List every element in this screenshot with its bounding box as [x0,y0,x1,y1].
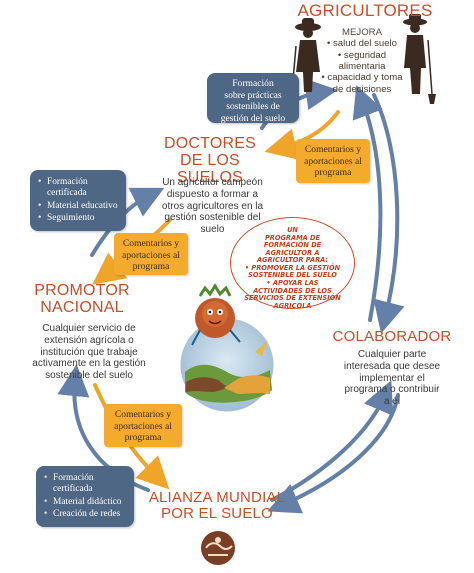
desc-line: suelo [200,224,225,236]
box-line: Comentarios y [114,409,172,420]
box-line: Comentarios y [304,144,362,155]
agricultores-improvements: MEJORA • salud del suelo • seguridad ali… [312,27,412,95]
list-item: Creación de redes [44,509,128,521]
alianza-title-line: ALIANZA MUNDIAL [148,489,286,506]
comentarios-box-doctores: Comentarios y aportaciones al programa [114,233,188,275]
alianza-title-line: POR EL SUELO [161,504,273,522]
comentarios-box-promotor: Comentarios y aportaciones al programa [104,404,182,447]
desc-line: activamente en la gestión [32,358,146,370]
improvement-item: • salud del suelo [326,38,398,50]
box-line: Comentarios y [122,238,180,249]
farmer-man-icon [403,14,436,104]
bubble-line: AGRICULTOR PARA: [256,256,329,265]
handshake-icon [186,340,270,394]
box-line: sobre prácticas [224,89,282,101]
desc-line: a él [383,396,401,408]
box-line: programa [132,261,170,272]
doctores-title-line: DE LOS SUELOS [176,151,244,186]
box-line: programa [124,432,162,443]
bubble-line: SOSTENIBLE DEL SUELO [248,271,337,280]
desc-line: Cualquier parte [357,349,427,360]
bubble-line: AGRÍCOLA [273,301,312,310]
promotor-title-line: PROMOTOR [34,282,130,299]
box-line: aportaciones al [122,249,180,261]
bubble-line: FORMACIÓN DE AGRICULTOR A [263,241,322,257]
doctores-support-list: Formación certificada Material educativo… [30,170,126,232]
desc-line: Cualquier servicio de [42,323,136,334]
arrow-agricultores-to-colaborador [372,93,405,334]
improves-heading: MEJORA [342,27,382,38]
alianza-title: ALIANZA MUNDIAL POR EL SUELO [142,490,292,522]
desc-line: extensión agrícola o [44,334,134,346]
desc-line: dispuesto a formar a [166,188,259,200]
desc-line: otros agricultores en la [161,200,264,212]
agricultores-title: AGRICULTORES [297,1,433,20]
improvement-item: • capacidad y toma [321,72,403,84]
promotor-title: PROMOTOR NACIONAL [22,282,142,317]
improvement-item: alimentaria [338,60,386,72]
improvement-item: de decisiones [332,83,392,95]
box-line: sostenibles de [226,101,280,112]
bubble-line: • APOYAR LAS ACTIVIDADES DE LOS [253,279,332,295]
desc-line: institución que trabaje [40,346,138,358]
program-speech-bubble: UN PROGRAMA DE FORMACIÓN DE AGRICULTOR A… [230,217,355,309]
comentarios-box-agricultores: Comentarios y aportaciones al programa [296,139,370,183]
improvement-item: • seguridad [337,49,387,61]
desc-line: interesada que desee [343,360,441,372]
list-item: Formación certificada [38,177,120,200]
colaborador-description: Cualquier parte interesada que desee imp… [322,349,462,408]
colaborador-title: COLABORADOR [332,328,452,345]
list-item: Material educativo [38,201,120,213]
promotor-description: Cualquier servicio de extensión agrícola… [14,323,164,382]
arrow-feedback-agricultores-to-doctores [264,110,340,160]
desc-line: gestión sostenible del [164,212,261,224]
desc-line: implementar el [359,372,425,384]
box-line: Formación [232,78,274,89]
arrow-colaborador-to-agricultores [352,85,383,322]
formacion-practicas-box: Formación sobre prácticas sostenibles de… [207,73,299,124]
arrow-colaborador-to-alianza [267,393,400,514]
list-item: Material didáctico [44,497,128,509]
global-soil-partnership-logo-icon [201,531,235,565]
desc-line: programa o contribuir [344,384,440,396]
list-item: Seguimiento [38,213,120,225]
doctores-title-line: DOCTORES [164,135,256,152]
box-line: aportaciones al [114,420,172,432]
list-item: Formación certificada [44,473,128,496]
bubble-line: PROGRAMA DE [264,233,321,242]
box-line: gestión del suelo [220,112,286,124]
doctores-description: Un agricultor campeón dispuesto a formar… [150,177,275,236]
doctores-title: DOCTORES DE LOS SUELOS [150,135,270,186]
bubble-line: SERVICIOS DE EXTENSIÓN [244,294,341,303]
box-line: programa [314,167,352,178]
box-line: aportaciones al [304,155,362,167]
bubble-line: UN [287,226,298,234]
promotor-title-line: NACIONAL [40,298,124,316]
bubble-line: • PROMOVER LA GESTIÓN [244,263,341,272]
alianza-support-list: Formación certificada Material didáctico… [36,466,134,528]
desc-line: Un agricultor campeón [162,177,263,188]
desc-line: sostenible del suelo [45,370,133,382]
